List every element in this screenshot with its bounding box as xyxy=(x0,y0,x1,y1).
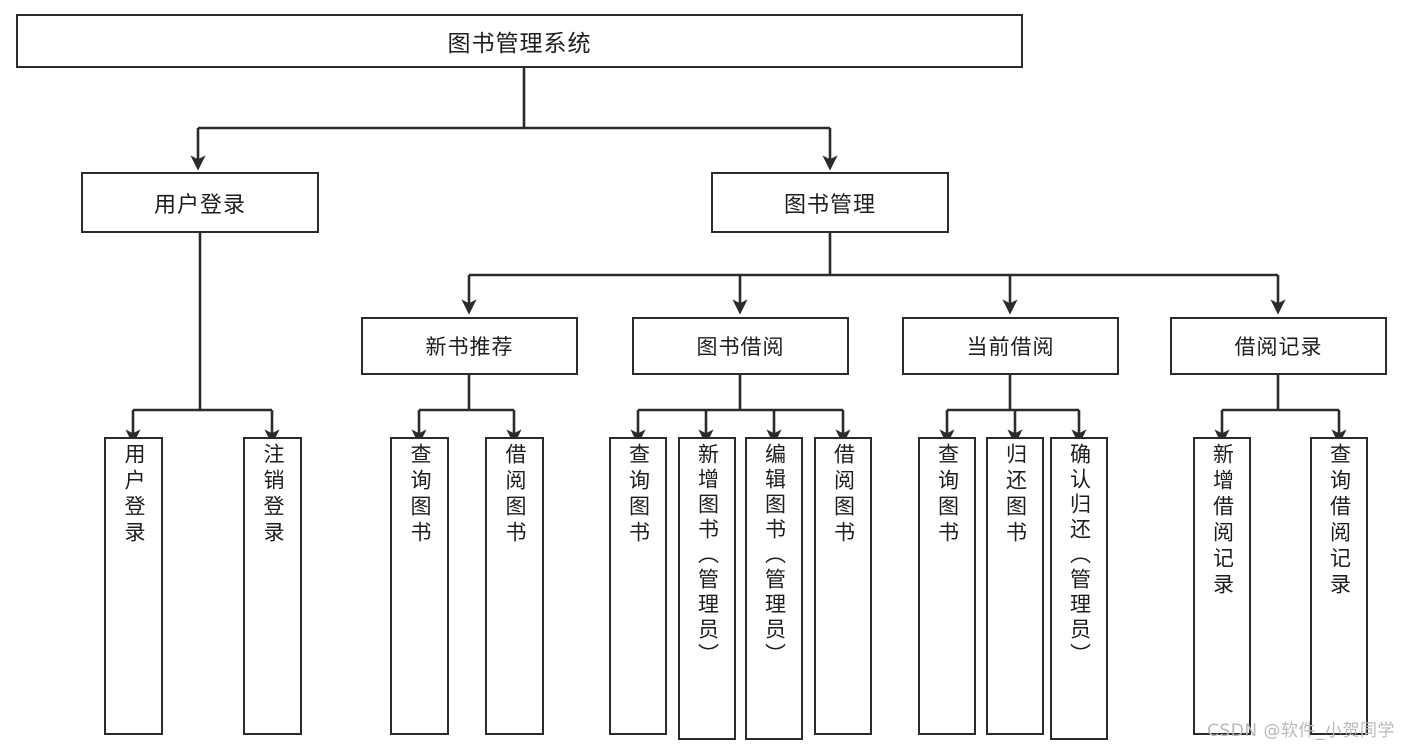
leaf-cb-confirm-return[interactable]: 确认归还（管理员） xyxy=(1050,437,1108,740)
leaf-bb-add-book[interactable]: 新增图书（管理员） xyxy=(678,437,736,740)
leaf-br-add-record[interactable]: 新增借阅记录 xyxy=(1193,437,1251,735)
node-user-login-label: 用户登录 xyxy=(153,192,246,218)
leaf-cb-return-book-label: 归还图书 xyxy=(1003,443,1028,547)
node-book-borrow[interactable]: 图书借阅 xyxy=(632,317,849,375)
leaf-br-add-record-label: 新增借阅记录 xyxy=(1210,443,1235,599)
leaf-new-book-borrow[interactable]: 借阅图书 xyxy=(485,437,544,735)
leaf-br-query-record[interactable]: 查询借阅记录 xyxy=(1310,437,1368,735)
node-book-borrow-label: 图书借阅 xyxy=(696,335,785,359)
leaf-cb-confirm-return-label: 确认归还（管理员） xyxy=(1067,443,1092,668)
leaf-bb-query-book-label: 查询图书 xyxy=(626,443,651,547)
leaf-new-book-query-label: 查询图书 xyxy=(408,443,432,547)
leaf-br-query-record-label: 查询借阅记录 xyxy=(1327,443,1352,599)
leaf-bb-add-book-label: 新增图书（管理员） xyxy=(695,443,720,668)
leaf-new-book-borrow-label: 借阅图书 xyxy=(503,443,527,547)
leaf-bb-edit-book[interactable]: 编辑图书（管理员） xyxy=(745,437,803,740)
leaf-cb-query-book[interactable]: 查询图书 xyxy=(918,437,976,735)
leaf-new-book-query[interactable]: 查询图书 xyxy=(390,437,449,735)
leaf-bb-edit-book-label: 编辑图书（管理员） xyxy=(762,443,787,668)
node-book-management[interactable]: 图书管理 xyxy=(711,172,949,233)
node-book-management-label: 图书管理 xyxy=(783,192,876,218)
node-root[interactable]: 图书管理系统 xyxy=(16,14,1023,68)
leaf-user-login[interactable]: 用户登录 xyxy=(104,437,163,735)
node-current-borrow-label: 当前借阅 xyxy=(966,335,1055,359)
node-root-label: 图书管理系统 xyxy=(447,31,592,57)
leaf-bb-borrow-book[interactable]: 借阅图书 xyxy=(814,437,872,735)
leaf-user-login-label: 用户登录 xyxy=(122,443,146,547)
leaf-bb-borrow-book-label: 借阅图书 xyxy=(831,443,856,547)
leaf-cb-query-book-label: 查询图书 xyxy=(935,443,960,547)
leaf-logout-label: 注销登录 xyxy=(261,443,285,547)
node-new-book-recommend-label: 新书推荐 xyxy=(425,335,514,359)
node-borrow-record-label: 借阅记录 xyxy=(1234,335,1323,359)
node-new-book-recommend[interactable]: 新书推荐 xyxy=(361,317,578,375)
leaf-cb-return-book[interactable]: 归还图书 xyxy=(986,437,1044,735)
leaf-bb-query-book[interactable]: 查询图书 xyxy=(609,437,667,735)
node-current-borrow[interactable]: 当前借阅 xyxy=(902,317,1119,375)
node-user-login[interactable]: 用户登录 xyxy=(81,172,319,233)
node-borrow-record[interactable]: 借阅记录 xyxy=(1170,317,1387,375)
leaf-logout[interactable]: 注销登录 xyxy=(243,437,302,735)
